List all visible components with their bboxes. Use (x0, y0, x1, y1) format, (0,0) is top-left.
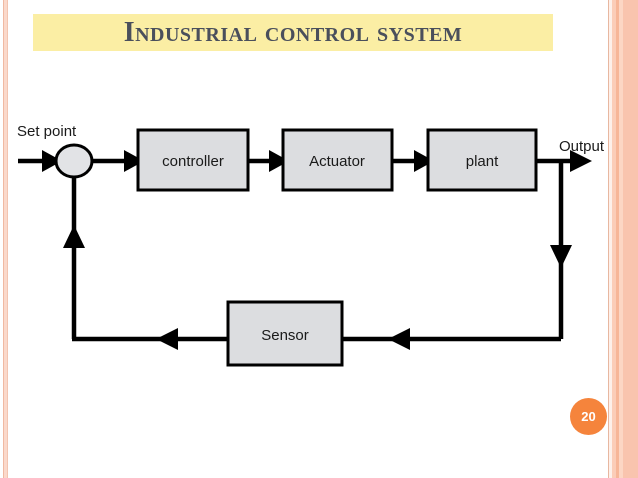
left-accent-stripe-1 (3, 0, 4, 478)
summing-junction (54, 143, 94, 179)
page-number-badge: 20 (570, 398, 607, 435)
right-accent-stripe-6 (623, 0, 638, 478)
arrowhead-input (42, 150, 62, 172)
block-actuator-rect (281, 128, 394, 192)
title-banner (33, 14, 553, 51)
right-accent-stripe-2 (609, 0, 612, 478)
arrowhead-feedback-left (156, 328, 178, 350)
output-label: Output (559, 138, 605, 155)
block-plant-rect (426, 128, 538, 192)
arrowhead-sensor-in (388, 328, 410, 350)
right-accent-stripe-5 (619, 0, 623, 478)
right-accent-stripe-3 (612, 0, 616, 478)
right-accent-stripe-1 (608, 0, 609, 478)
left-accent-stripe-3 (7, 0, 8, 478)
block-actuator-label: Actuator (309, 153, 365, 170)
block-controller-label: controller (162, 153, 224, 170)
block-plant-label: plant (466, 153, 499, 170)
arrowhead-feedback-down (550, 245, 572, 268)
arrowhead-output (570, 150, 592, 172)
arrowhead-plant-in (414, 150, 434, 172)
block-plant[interactable]: plant (426, 128, 538, 192)
block-actuator[interactable]: Actuator (281, 128, 394, 192)
block-controller[interactable]: controller (136, 128, 250, 192)
right-accent-stripe-4 (616, 0, 619, 478)
page-title: Industrial control system (123, 16, 463, 48)
arrowhead-controller-in (124, 150, 144, 172)
block-sensor[interactable]: Sensor (226, 300, 344, 367)
block-sensor-label: Sensor (261, 327, 309, 344)
block-sensor-rect (226, 300, 344, 367)
set-point-label: Set point (17, 123, 77, 140)
left-accent-stripe-2 (4, 0, 7, 478)
arrowhead-junction-in (63, 225, 85, 248)
arrowhead-actuator-in (269, 150, 289, 172)
block-controller-rect (136, 128, 250, 192)
